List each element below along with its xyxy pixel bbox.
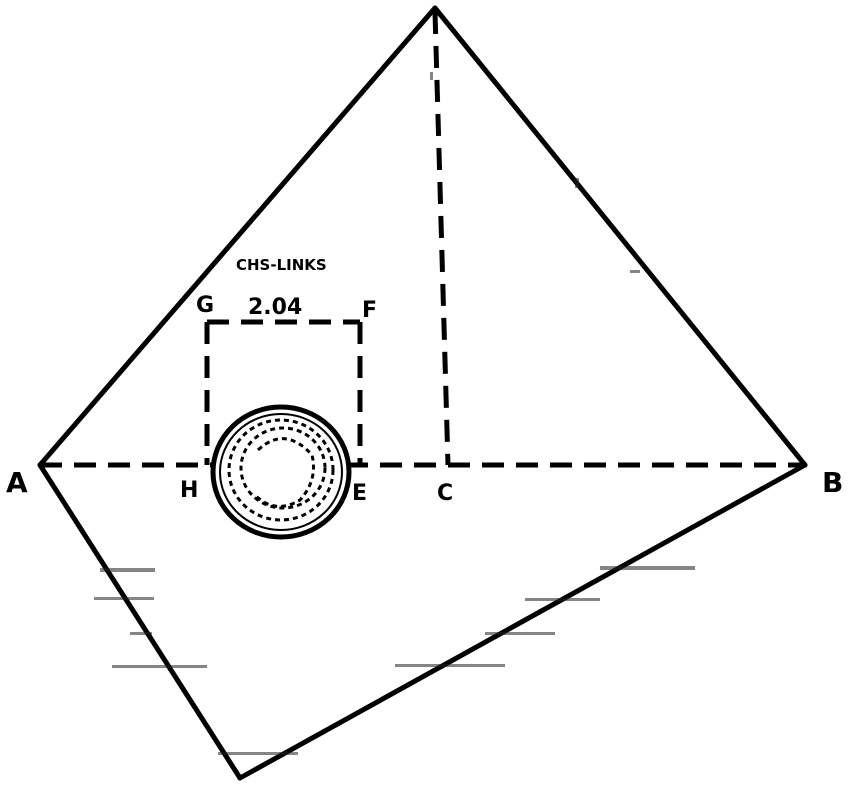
point-label-a: A — [6, 466, 28, 499]
point-label-c: C — [437, 481, 453, 506]
circle-shape — [210, 404, 352, 540]
edge-b-bottom — [237, 462, 808, 781]
edge-bottom-a — [37, 462, 243, 781]
point-label-g: G — [196, 293, 214, 318]
annotation-label: CHS-LINKS — [236, 256, 327, 274]
point-label-h: H — [180, 478, 198, 503]
edge-a-apex — [37, 5, 438, 468]
point-label-f: F — [362, 298, 377, 323]
point-label-b: B — [822, 466, 843, 499]
scan-noise — [94, 72, 695, 755]
altitude-c — [432, 11, 451, 466]
point-label-e: E — [352, 481, 367, 506]
dimension-label: 2.04 — [248, 295, 302, 320]
edge-apex-b — [432, 5, 808, 468]
